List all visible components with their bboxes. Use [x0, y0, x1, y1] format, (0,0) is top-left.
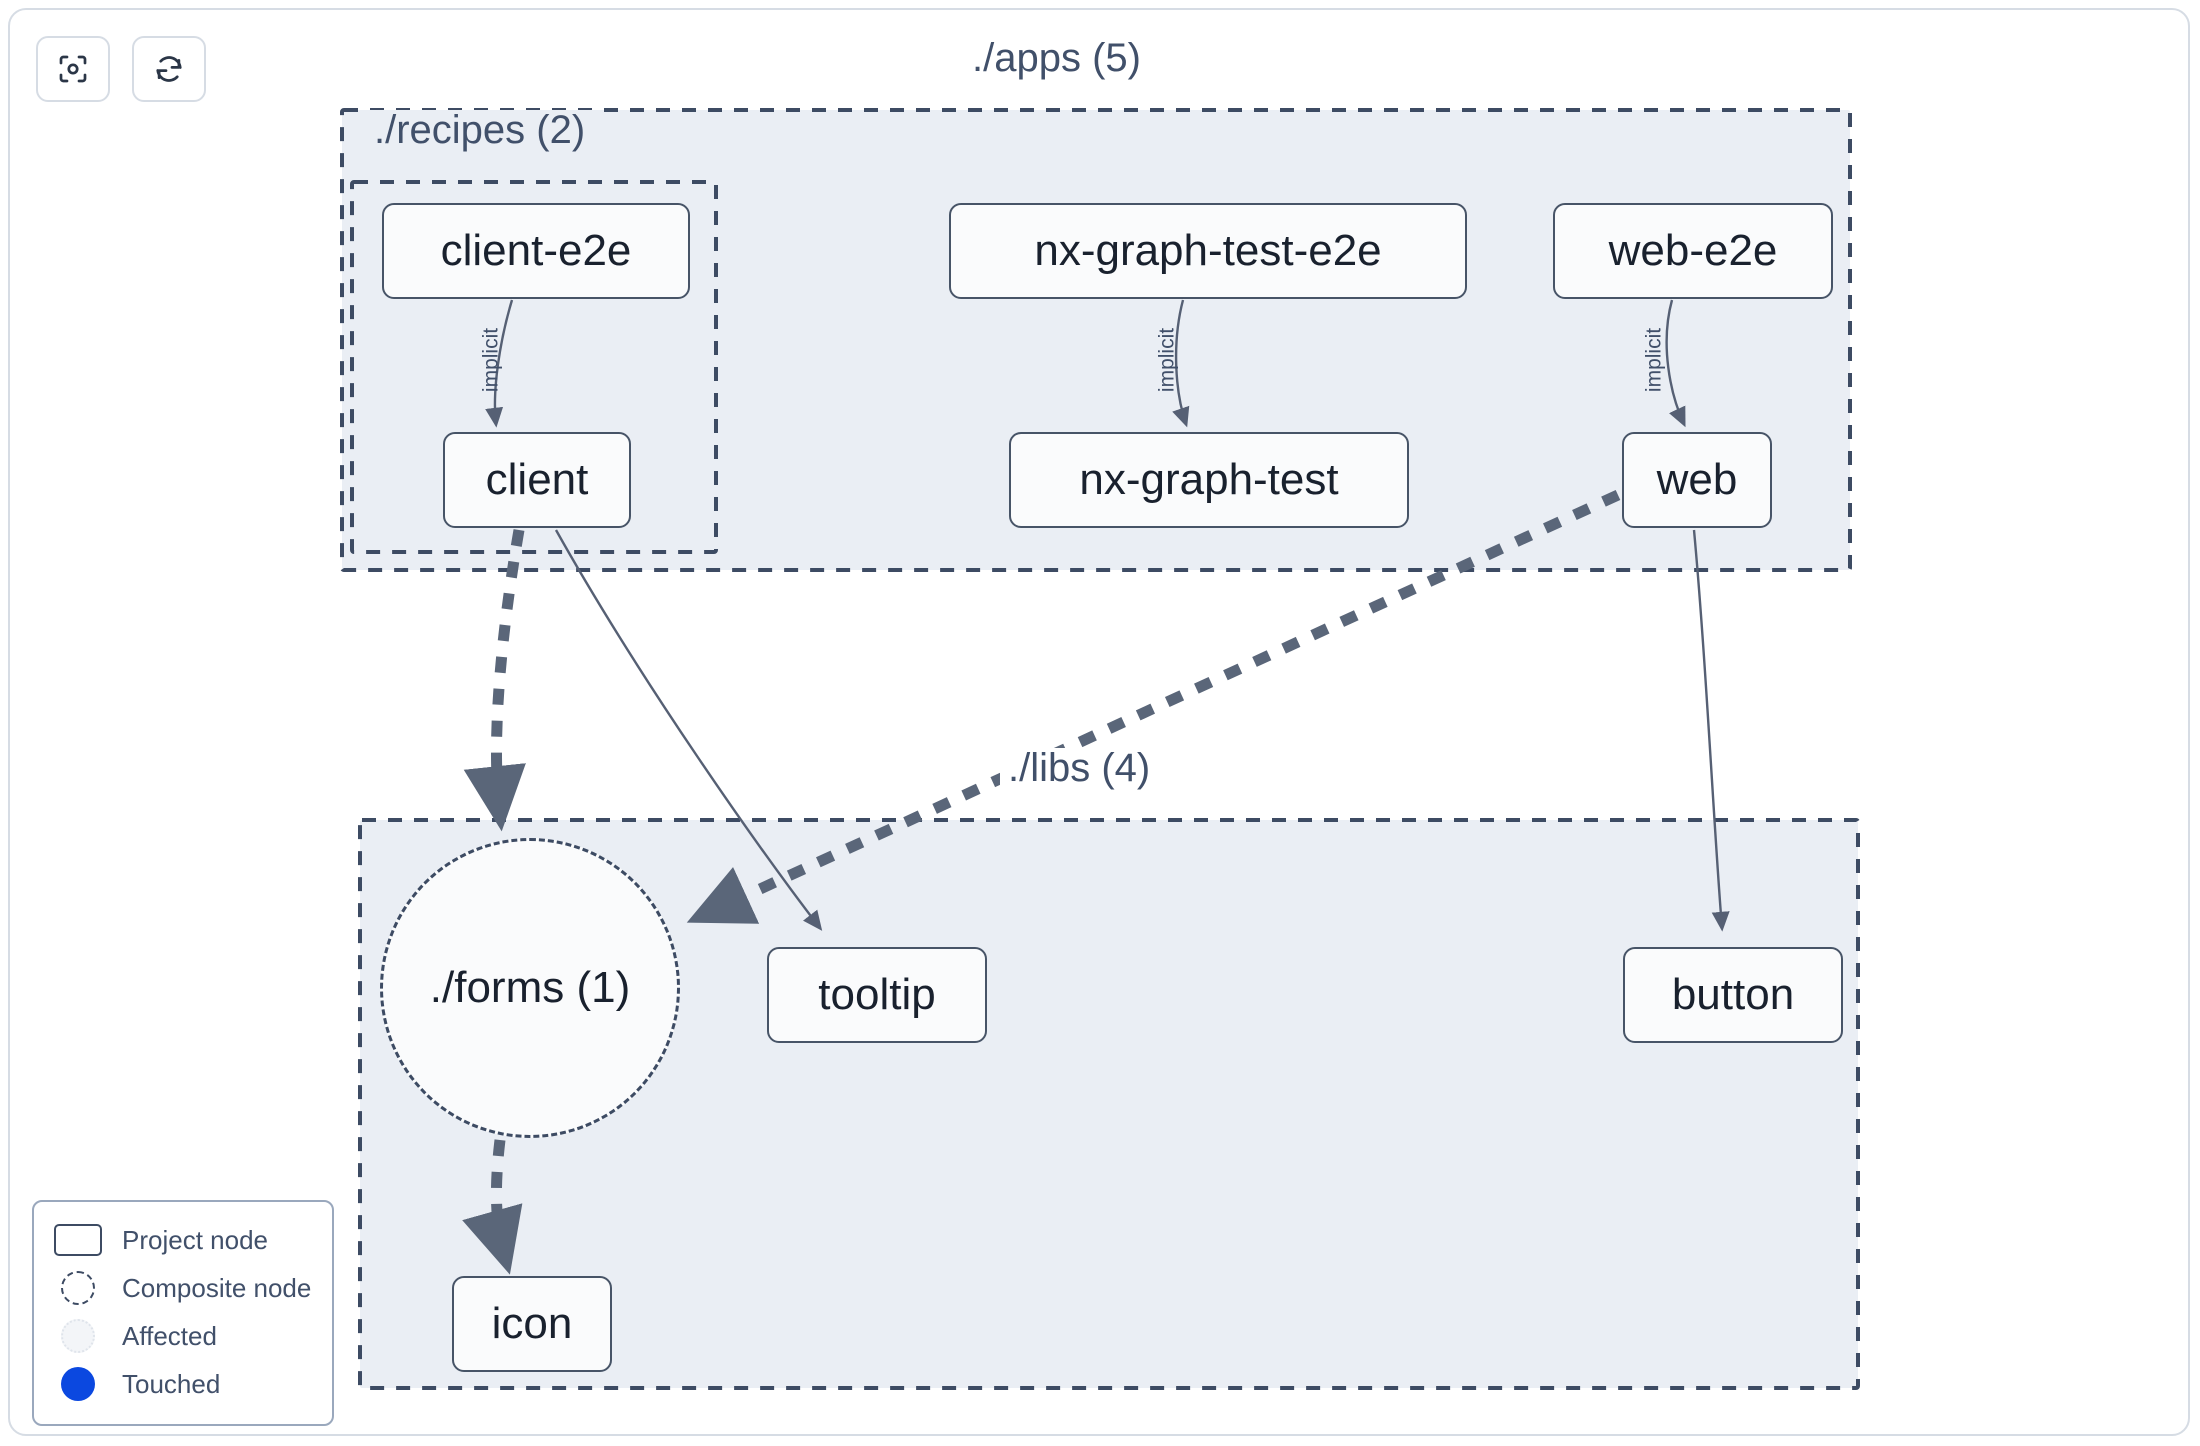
edge-label-nx-graph-test-e2e: implicit — [1156, 328, 1179, 392]
node-web[interactable]: web — [1622, 432, 1772, 528]
group-label-recipes: ./recipes (2) — [366, 110, 594, 150]
edge-web-to-button[interactable] — [1692, 529, 1730, 932]
node-forms-composite[interactable]: ./forms (1) — [380, 838, 680, 1138]
edge-label-client-e2e: implicit — [480, 328, 503, 392]
edge-nx-graph-test-e2e-to-nx-graph-test[interactable] — [1172, 299, 1190, 428]
legend-label-project-node: Project node — [122, 1225, 268, 1255]
graph-legend: Project node Composite node Affected Tou… — [32, 1200, 334, 1426]
group-libs[interactable] — [358, 818, 1860, 1390]
edge-web-to-forms[interactable] — [686, 490, 1621, 924]
group-apps[interactable] — [340, 108, 1852, 572]
node-nx-graph-test[interactable]: nx-graph-test — [1009, 432, 1409, 528]
node-nx-graph-test-e2e[interactable]: nx-graph-test-e2e — [949, 203, 1467, 299]
legend-label-composite-node: Composite node — [122, 1273, 312, 1303]
group-label-apps: ./apps (5) — [964, 38, 1149, 78]
edge-forms-to-icon[interactable] — [462, 1139, 523, 1275]
refresh-graph-button[interactable] — [132, 36, 206, 102]
node-web-e2e[interactable]: web-e2e — [1553, 203, 1833, 299]
group-label-libs: ./libs (4) — [1000, 748, 1159, 788]
graph-toolbar — [36, 36, 206, 102]
graph-edges — [462, 299, 1730, 1275]
affected-swatch-icon — [52, 1316, 104, 1356]
node-client-e2e[interactable]: client-e2e — [382, 203, 690, 299]
legend-label-affected: Affected — [122, 1321, 217, 1351]
focus-graph-button[interactable] — [36, 36, 110, 102]
legend-label-touched: Touched — [122, 1369, 221, 1399]
edge-web-e2e-to-web[interactable] — [1665, 299, 1686, 428]
edge-labels: implicit implicit implicit — [480, 328, 1666, 392]
edge-client-e2e-to-client[interactable] — [485, 299, 514, 428]
touched-swatch-icon — [52, 1364, 104, 1404]
legend-item-project-node: Project node — [52, 1216, 314, 1264]
legend-item-touched: Touched — [52, 1360, 314, 1408]
legend-item-composite-node: Composite node — [52, 1264, 314, 1312]
edge-client-to-forms[interactable] — [463, 529, 526, 832]
edge-label-web-e2e: implicit — [1643, 328, 1666, 392]
node-tooltip[interactable]: tooltip — [767, 947, 987, 1043]
project-node-swatch-icon — [52, 1220, 104, 1260]
node-button[interactable]: button — [1623, 947, 1843, 1043]
node-client[interactable]: client — [443, 432, 631, 528]
edge-client-to-tooltip[interactable] — [554, 529, 823, 931]
legend-item-affected: Affected — [52, 1312, 314, 1360]
viewfinder-icon — [55, 51, 91, 87]
composite-node-swatch-icon — [52, 1268, 104, 1308]
refresh-icon — [151, 51, 187, 87]
node-icon[interactable]: icon — [452, 1276, 612, 1372]
group-containers — [340, 108, 1860, 1390]
